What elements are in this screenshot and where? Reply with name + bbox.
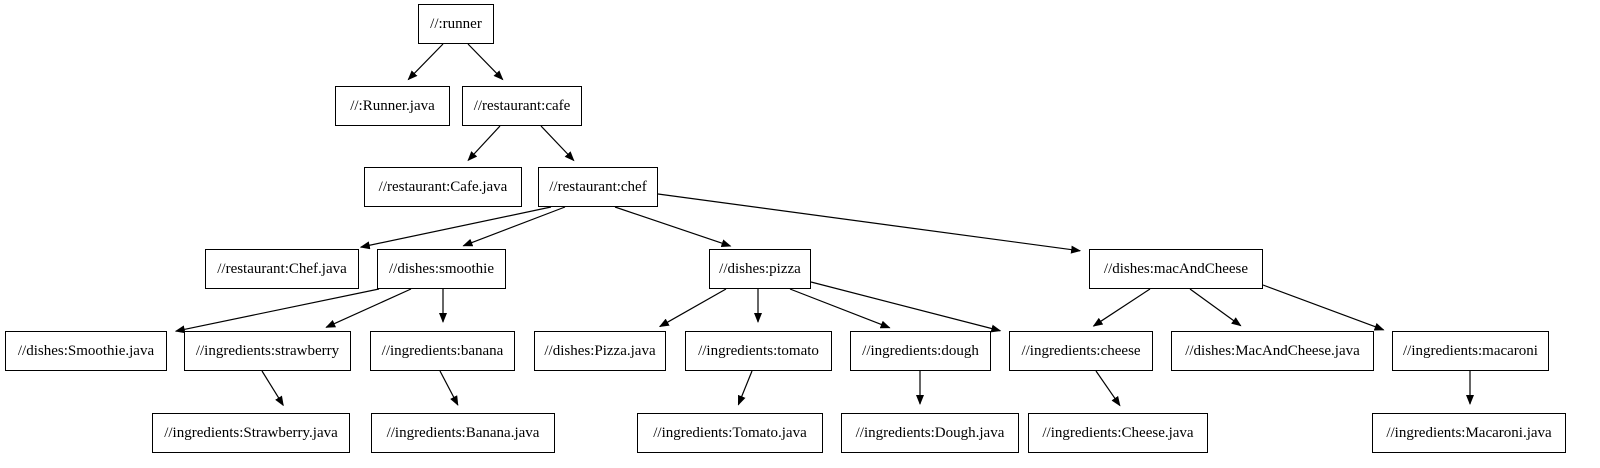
graph-node-dishes_pizza_java[interactable]: //dishes:Pizza.java: [534, 331, 666, 371]
graph-node-label: //ingredients:Cheese.java: [1042, 424, 1194, 441]
graph-node-label: //restaurant:Cafe.java: [378, 178, 508, 195]
graph-node-ing_macaroni_java[interactable]: //ingredients:Macaroni.java: [1372, 413, 1566, 453]
graph-node-ing_strawberry_java[interactable]: //ingredients:Strawberry.java: [152, 413, 350, 453]
graph-node-runner_java[interactable]: //:Runner.java: [335, 86, 450, 126]
graph-node-label: //ingredients:strawberry: [195, 342, 340, 359]
graph-node-label: //ingredients:Tomato.java: [653, 424, 807, 441]
graph-node-label: //ingredients:macaroni: [1403, 342, 1538, 359]
graph-node-label: //ingredients:dough: [862, 342, 979, 359]
graph-node-dishes_pizza[interactable]: //dishes:pizza: [709, 249, 811, 289]
graph-node-dishes_macandcheese_java[interactable]: //dishes:MacAndCheese.java: [1171, 331, 1374, 371]
graph-node-label: //:runner: [430, 15, 482, 32]
graph-node-ing_dough_java[interactable]: //ingredients:Dough.java: [841, 413, 1019, 453]
graph-node-ing_macaroni[interactable]: //ingredients:macaroni: [1392, 331, 1549, 371]
graph-node-label: //:Runner.java: [350, 97, 435, 114]
graph-node-ing_strawberry[interactable]: //ingredients:strawberry: [184, 331, 351, 371]
graph-node-label: //dishes:MacAndCheese.java: [1185, 342, 1360, 359]
graph-node-label: //ingredients:tomato: [698, 342, 819, 359]
graph-node-ing_tomato_java[interactable]: //ingredients:Tomato.java: [637, 413, 823, 453]
graph-node-label: //ingredients:Strawberry.java: [164, 424, 338, 441]
graph-node-label: //restaurant:Chef.java: [217, 260, 347, 277]
graph-node-restaurant_chef_java[interactable]: //restaurant:Chef.java: [205, 249, 359, 289]
graph-node-label: //dishes:pizza: [719, 260, 801, 277]
graph-node-ing_tomato[interactable]: //ingredients:tomato: [685, 331, 832, 371]
graph-node-dishes_smoothie[interactable]: //dishes:smoothie: [377, 249, 506, 289]
graph-node-label: //ingredients:banana: [381, 342, 504, 359]
graph-node-ing_cheese_java[interactable]: //ingredients:Cheese.java: [1028, 413, 1208, 453]
graph-node-restaurant_cafe_java[interactable]: //restaurant:Cafe.java: [364, 167, 522, 207]
graph-node-runner[interactable]: //:runner: [418, 4, 494, 44]
graph-node-restaurant_cafe[interactable]: //restaurant:cafe: [462, 86, 582, 126]
graph-node-label: //dishes:smoothie: [389, 260, 494, 277]
graph-node-ing_banana[interactable]: //ingredients:banana: [370, 331, 515, 371]
graph-node-ing_banana_java[interactable]: //ingredients:Banana.java: [371, 413, 555, 453]
graph-node-dishes_macandcheese[interactable]: //dishes:macAndCheese: [1089, 249, 1263, 289]
graph-node-label: //ingredients:Banana.java: [386, 424, 540, 441]
graph-node-label: //dishes:macAndCheese: [1103, 260, 1249, 277]
graph-node-label: //ingredients:cheese: [1021, 342, 1141, 359]
graph-node-restaurant_chef[interactable]: //restaurant:chef: [538, 167, 658, 207]
graph-node-label: //restaurant:cafe: [473, 97, 571, 114]
graph-node-label: //dishes:Smoothie.java: [17, 342, 155, 359]
graph-node-label: //restaurant:chef: [549, 178, 647, 195]
graph-node-label: //dishes:Pizza.java: [544, 342, 656, 359]
graph-node-label: //ingredients:Dough.java: [855, 424, 1005, 441]
graph-node-label: //ingredients:Macaroni.java: [1386, 424, 1552, 441]
graph-node-ing_dough[interactable]: //ingredients:dough: [850, 331, 991, 371]
graph-node-dishes_smoothie_java[interactable]: //dishes:Smoothie.java: [5, 331, 167, 371]
graph-node-ing_cheese[interactable]: //ingredients:cheese: [1009, 331, 1153, 371]
